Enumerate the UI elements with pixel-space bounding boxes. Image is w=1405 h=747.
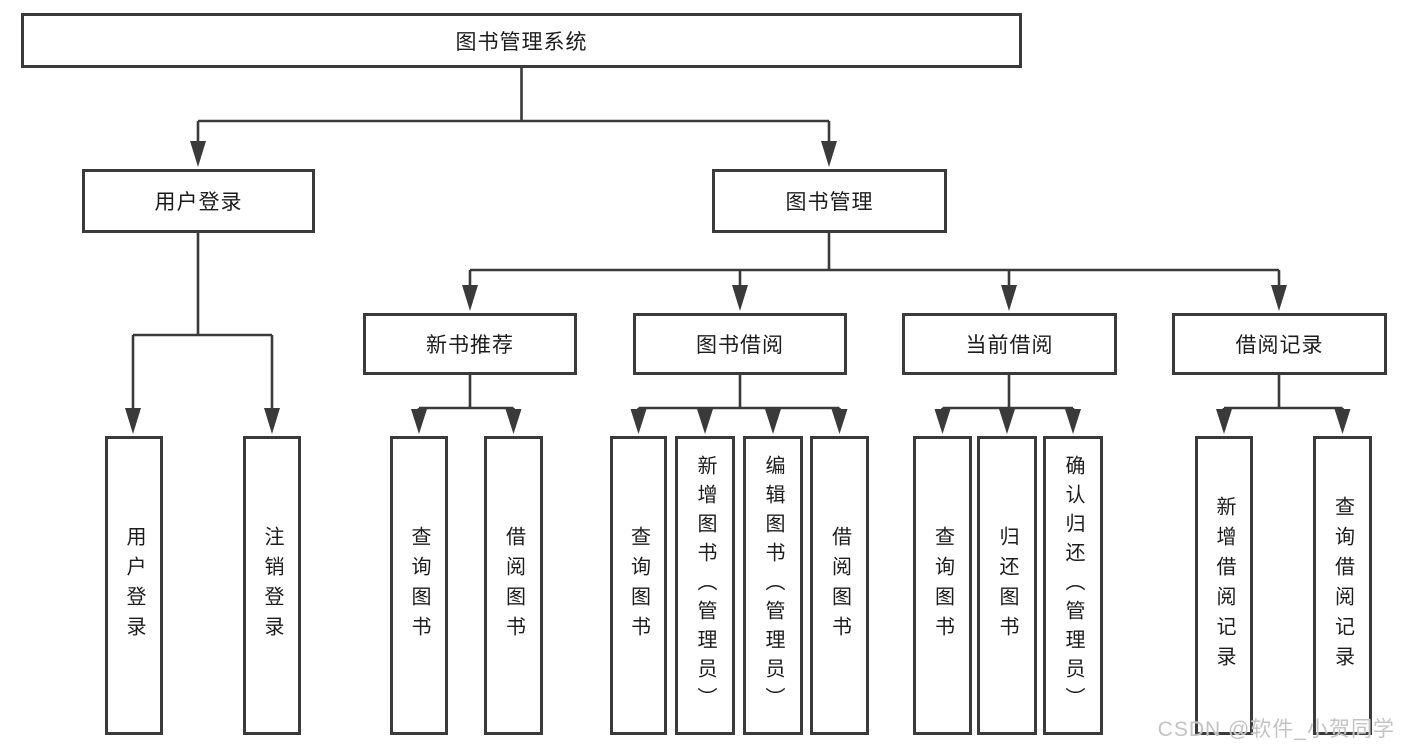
leaf-add-borrow-record: 新增借阅记录 (1195, 436, 1253, 735)
leaf-query-books-newbooks: 查询图书 (390, 436, 448, 735)
leaf-query-borrow-record-label: 查询借阅记录 (1331, 495, 1354, 676)
node-user-login-label: 用户登录 (154, 191, 243, 214)
leaf-query-books-newbooks-label: 查询图书 (408, 525, 430, 646)
leaf-borrow-books-borrow: 借阅图书 (810, 436, 869, 735)
node-root-system: 图书管理系统 (21, 13, 1022, 68)
leaf-return-book: 归还图书 (977, 436, 1037, 735)
leaf-query-books-borrow: 查询图书 (610, 436, 667, 735)
node-book-borrow-label: 图书借阅 (696, 334, 784, 357)
leaf-logout-label: 注销登录 (261, 525, 283, 646)
node-current-borrow-label: 当前借阅 (965, 334, 1054, 357)
leaf-query-borrow-record: 查询借阅记录 (1313, 436, 1372, 735)
node-current-borrow: 当前借阅 (902, 313, 1117, 375)
leaf-user-login-label: 用户登录 (123, 525, 145, 646)
leaf-return-book-label: 归还图书 (996, 525, 1018, 646)
node-root-system-label: 图书管理系统 (455, 30, 588, 54)
csdn-watermark: CSDN @软件_小贺同学 (1157, 718, 1395, 741)
leaf-query-books-borrow-label: 查询图书 (627, 525, 650, 646)
leaf-confirm-return-admin: 确认归还（管理员） (1043, 436, 1103, 735)
leaf-borrow-books-newbooks-label: 借阅图书 (502, 525, 525, 646)
leaf-edit-book-admin: 编辑图书（管理员） (743, 436, 803, 735)
node-new-book-recommend: 新书推荐 (363, 313, 577, 375)
leaf-borrow-books-newbooks: 借阅图书 (484, 436, 543, 735)
node-user-login: 用户登录 (82, 169, 315, 233)
leaf-add-book-admin: 新增图书（管理员） (675, 436, 735, 735)
leaf-add-borrow-record-label: 新增借阅记录 (1213, 495, 1235, 676)
leaf-edit-book-admin-label: 编辑图书（管理员） (762, 455, 784, 716)
node-new-book-recommend-label: 新书推荐 (426, 334, 514, 357)
leaf-logout: 注销登录 (243, 436, 301, 735)
node-borrow-records: 借阅记录 (1172, 313, 1387, 375)
leaf-confirm-return-admin-label: 确认归还（管理员） (1062, 455, 1084, 716)
leaf-query-books-current: 查询图书 (913, 436, 972, 735)
node-book-borrow: 图书借阅 (633, 313, 847, 375)
leaf-query-books-current-label: 查询图书 (931, 525, 954, 646)
leaf-user-login: 用户登录 (105, 436, 163, 735)
leaf-borrow-books-borrow-label: 借阅图书 (828, 525, 851, 646)
node-borrow-records-label: 借阅记录 (1235, 334, 1324, 357)
node-book-management-label: 图书管理 (785, 191, 874, 214)
leaf-add-book-admin-label: 新增图书（管理员） (694, 455, 716, 716)
node-book-management: 图书管理 (712, 169, 947, 233)
